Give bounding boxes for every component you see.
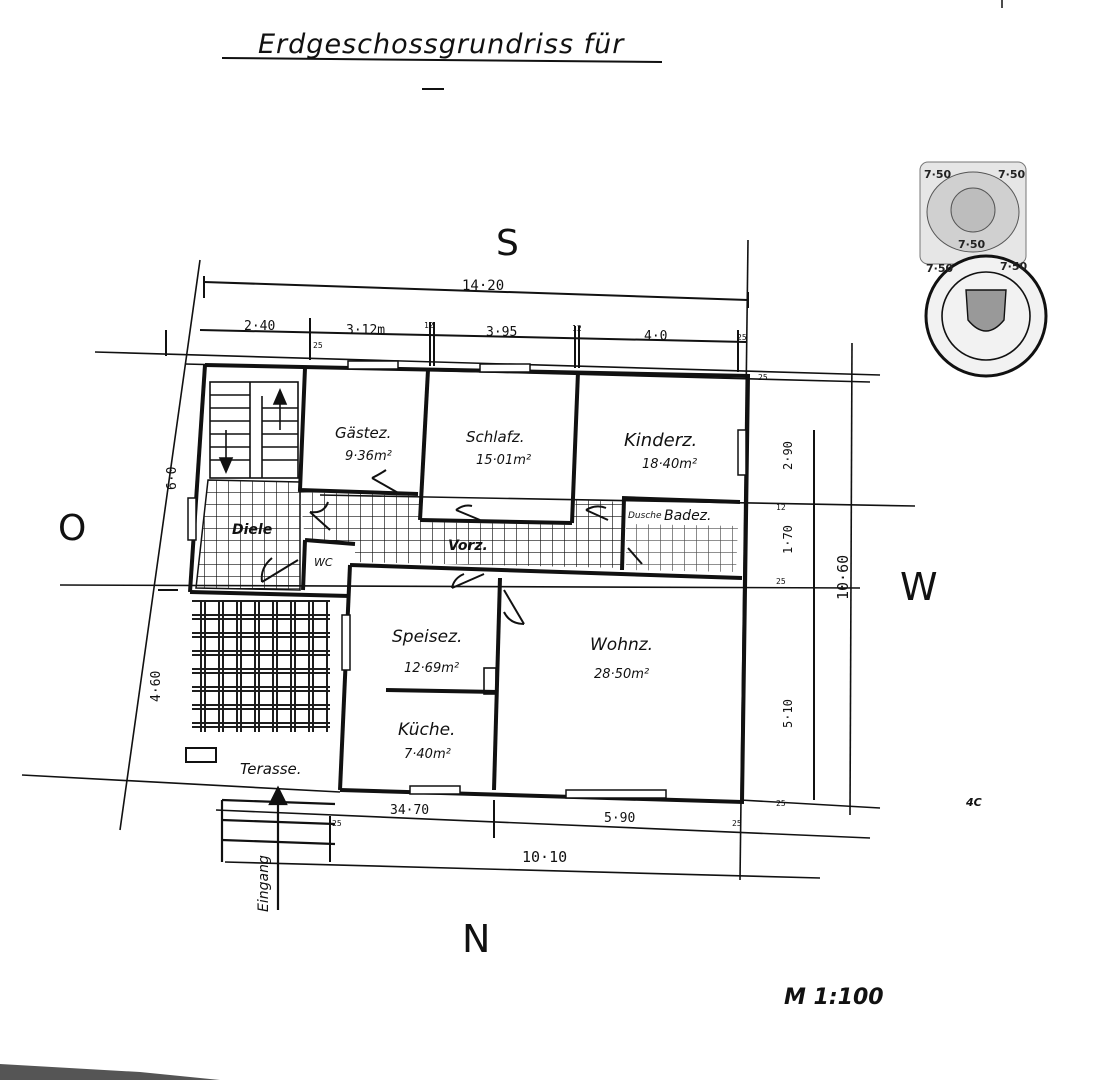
dim-top-4: 4·0 [644,329,667,344]
dim-mark-7: 25 [776,577,786,586]
stair-arrow-up-icon [272,387,288,405]
compass-north: N [462,917,490,961]
dim-mark-6: 12 [776,503,786,512]
dim-top-3: 3·95 [486,325,517,340]
dim-right-2: 1·70 [781,525,795,554]
dim-right-3: 5·10 [781,699,795,728]
room-badez-name: Badez. [664,508,711,524]
title-underline [221,57,663,63]
room-kinder-area: 18·40m² [642,457,697,472]
dim-mark-3: 12 [572,324,582,333]
windows [187,360,747,799]
terrace [185,600,330,763]
dim-bottom-1: 34·70 [390,803,429,818]
fee-label-4: 7·50 [926,262,953,275]
dim-overall-bottom: 10·10 [522,848,567,866]
room-labels: Gästez. 9·36m² Schlafz. 15·01m² Kinderz.… [232,424,711,912]
dim-mark-5: 25 [758,373,768,382]
fee-label-2: 7·50 [998,168,1025,181]
room-wc-name: WC [314,556,333,569]
dim-mark-8: 25 [776,799,786,808]
terrace-label: Terasse. [240,760,302,778]
staircase [209,381,299,479]
room-speise-area: 12·69m² [404,661,459,676]
compass-east: O [58,508,86,549]
outer-walls [188,363,751,805]
stove-icon [483,667,497,695]
dim-right-total: 10·60 [834,555,852,600]
room-schlaf-area: 15·01m² [476,453,531,468]
room-badez-extra: Dusche [628,511,662,521]
room-kueche-area: 7·40m² [404,747,451,762]
room-wohn-name: Wohnz. [590,635,653,655]
dim-right-1: 2·90 [781,441,795,470]
dim-top-1: 2·40 [244,319,275,334]
compass-west: W [900,565,938,609]
dim-mark-4: 25 [737,333,747,342]
entrance-arrow-icon [268,785,288,806]
dim-bottom-2: 5·90 [604,811,635,826]
vorz-tiles [300,492,622,568]
entrance-steps [220,785,336,910]
dim-mark-10: 25 [732,819,742,828]
room-schlaf-name: Schlafz. [466,428,525,446]
stair-arrow-down-icon [218,457,234,475]
dim-overall-top: 14·20 [462,278,504,294]
plan-title: Erdgeschossgrundriss für [258,29,625,60]
dim-left-lower: 4·60 [149,671,164,702]
fee-label-5: 7·50 [1000,260,1027,273]
room-diele-name: Diele [232,522,272,538]
room-wohn-area: 28·50m² [594,667,649,682]
fee-label-1: 7·50 [924,168,951,181]
dim-mark-2: 12 [424,321,434,330]
dim-mark-1: 25 [313,341,323,350]
dimension-ticks [158,276,815,862]
scan-edge [0,1064,220,1080]
dim-left-upper: 6·0 [165,467,180,490]
dimension-labels: 14·20 2·40 3·12m 3·95 4·0 25 12 12 25 25… [149,278,852,866]
room-kinder-name: Kinderz. [624,430,697,451]
room-gaeste-name: Gästez. [335,424,391,442]
municipal-seal: 7·50 7·50 [924,254,1048,378]
entrance-label: Eingang [256,855,272,912]
marginal-mark: 4C [965,796,982,809]
dim-mark-9: 25 [332,819,342,828]
room-vorz-name: Vorz. [448,538,488,554]
scale-label: M 1:100 [784,985,884,1010]
bath-tiles [626,524,738,572]
compass-south: S [496,223,519,264]
fee-stamp-upper: 7·50 7·50 7·50 [919,161,1027,265]
room-kueche-name: Küche. [398,720,455,740]
dim-top-2: 3·12m [346,323,385,338]
room-gaeste-area: 9·36m² [345,449,392,464]
room-speise-name: Speisez. [392,627,462,647]
fee-label-3: 7·50 [958,238,985,251]
diele-tiles [195,479,301,591]
doors [260,469,643,625]
